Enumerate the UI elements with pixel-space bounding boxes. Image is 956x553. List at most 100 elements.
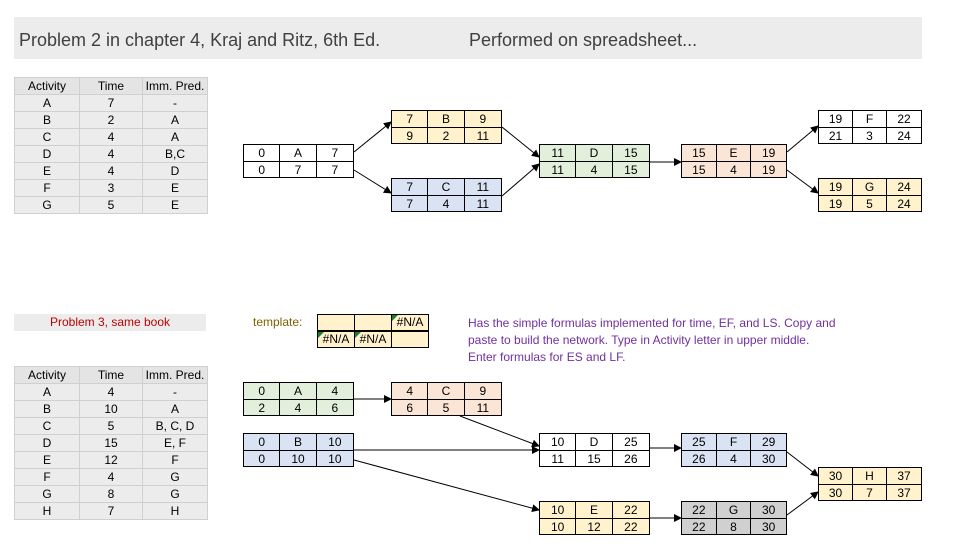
node-activity[interactable]: E [716,145,752,162]
node-es[interactable]: 0 [244,145,281,162]
node-ef[interactable]: 9 [464,383,501,400]
node-ef[interactable]: 29 [751,434,786,451]
node-activity[interactable]: C [428,179,465,196]
cell-time[interactable]: 5 [79,417,143,435]
cell-time[interactable]: 12 [79,451,143,469]
node-es[interactable]: 7 [392,111,429,128]
node-activity[interactable]: E [576,502,613,519]
node-ls[interactable]: 9 [392,128,429,144]
cell-pred[interactable]: H [142,502,208,520]
node-duration[interactable]: 4 [717,162,752,178]
cell-time[interactable]: 4 [79,468,143,486]
node-duration[interactable]: 4 [576,162,613,178]
cell-pred[interactable]: E [142,179,208,197]
cell-pred[interactable]: E [142,196,208,214]
node-activity[interactable]: G [716,502,752,519]
node-lf[interactable]: 22 [624,520,638,534]
cell-pred[interactable]: G [142,485,208,503]
node-duration[interactable]: 4 [280,400,317,416]
node-activity[interactable]: A [280,145,317,162]
cell-time[interactable]: 8 [79,485,143,503]
cell-activity[interactable]: D [14,434,80,452]
cell-activity[interactable]: B [14,111,80,129]
template-ef-cell[interactable]: #N/A [391,314,429,331]
cell-activity[interactable]: E [14,162,80,180]
node-activity[interactable]: F [716,434,752,451]
node-lf[interactable]: 37 [897,486,911,500]
node-lf[interactable]: 11 [476,401,490,415]
cell-activity[interactable]: F [14,468,80,486]
node-activity[interactable]: B [280,434,317,451]
node-ef[interactable]: 7 [316,145,353,162]
node-ef[interactable]: 19 [751,145,786,162]
node-ef[interactable]: 11 [464,179,501,196]
node-duration[interactable]: 12 [576,519,613,535]
cell-time[interactable]: 15 [79,434,143,452]
node-ls[interactable]: 0 [244,162,281,178]
col-time[interactable]: Time [79,77,143,95]
col-pred[interactable]: Imm. Pred. [142,366,208,384]
node-ls[interactable]: 30 [819,485,853,501]
cell-pred[interactable]: A [142,400,208,418]
cell-activity[interactable]: A [14,94,80,112]
node-lf[interactable]: 11 [476,129,490,143]
node-es[interactable]: 25 [682,434,717,451]
cell-pred[interactable]: B, C, D [142,417,208,435]
node-ls[interactable]: 7 [392,196,429,212]
cell-pred[interactable]: F [142,451,208,469]
cell-activity[interactable]: G [14,196,80,214]
node-activity[interactable]: G [853,179,887,196]
cell-time[interactable]: 5 [79,196,143,214]
node-ls[interactable]: 10 [540,519,577,535]
node-es[interactable]: 11 [540,145,577,162]
cell-time[interactable]: 7 [79,94,143,112]
cell-activity[interactable]: D [14,145,80,163]
node-es[interactable]: 0 [244,383,281,400]
template-activity-cell[interactable] [354,314,392,331]
node-lf[interactable]: 26 [624,452,638,466]
node-duration[interactable]: 2 [428,128,465,144]
node-ef[interactable]: 37 [887,468,921,485]
cell-pred[interactable]: G [142,468,208,486]
node-ef[interactable]: 9 [464,111,501,128]
node-ls[interactable]: 26 [682,451,717,467]
node-activity[interactable]: D [576,145,613,162]
node-activity[interactable]: D [576,434,613,451]
node-es[interactable]: 22 [682,502,717,519]
col-activity[interactable]: Activity [14,77,80,95]
node-ls[interactable]: 19 [819,196,853,212]
node-ls[interactable]: 11 [540,451,577,467]
cell-activity[interactable]: C [14,128,80,146]
node-lf[interactable]: 24 [897,197,911,211]
template-lf-cell[interactable] [391,331,429,348]
template-es-cell[interactable] [317,314,355,331]
template-duration-cell[interactable]: #N/A [354,331,392,348]
node-lf[interactable]: 7 [331,163,339,177]
node-ef[interactable]: 30 [751,502,786,519]
node-ls[interactable]: 2 [244,400,281,416]
node-es[interactable]: 4 [392,383,429,400]
node-es[interactable]: 0 [244,434,281,451]
node-ef[interactable]: 25 [612,434,649,451]
node-duration[interactable]: 4 [717,451,752,467]
node-ef[interactable]: 24 [887,179,921,196]
cell-activity[interactable]: E [14,451,80,469]
cell-pred[interactable]: - [142,383,208,401]
cell-pred[interactable]: A [142,128,208,146]
node-duration[interactable]: 7 [280,162,317,178]
node-lf[interactable]: 19 [761,163,776,177]
problem3-banner[interactable]: Problem 3, same book [14,314,206,331]
cell-activity[interactable]: B [14,400,80,418]
node-duration[interactable]: 4 [428,196,465,212]
node-duration[interactable]: 5 [853,196,887,212]
node-lf[interactable]: 10 [328,452,342,466]
